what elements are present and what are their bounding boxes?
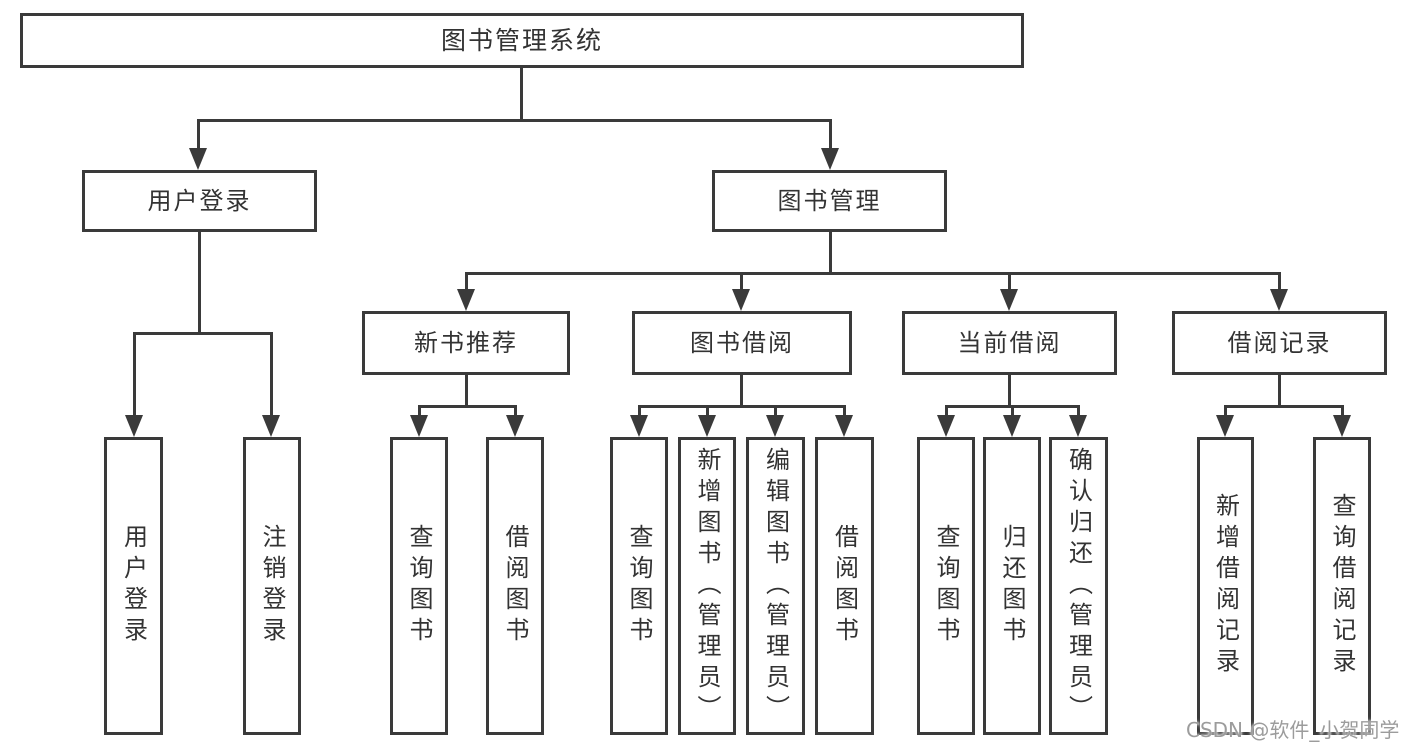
leaf-user-login: 用户登录 [104, 437, 163, 735]
arrow-down-icon [698, 415, 716, 437]
connector-drop [706, 405, 709, 417]
node-root: 图书管理系统 [20, 13, 1024, 68]
leaf-add-books-admin-label: 新增图书（管理员） [693, 446, 721, 726]
leaf-query-books-2: 查询图书 [610, 437, 668, 735]
leaf-user-login-label: 用户登录 [119, 524, 148, 648]
node-current-borrowing-label: 当前借阅 [957, 329, 1062, 357]
node-book-borrowing-label: 图书借阅 [690, 329, 794, 357]
arrow-down-icon [457, 289, 475, 311]
node-user-login: 用户登录 [82, 170, 317, 232]
arrow-down-icon [262, 415, 280, 437]
arrow-down-icon [189, 148, 207, 170]
arrow-down-icon [732, 289, 750, 311]
arrow-down-icon [766, 415, 784, 437]
leaf-edit-books-admin-label: 编辑图书（管理员） [761, 446, 790, 726]
connector-drop-borrow-records [1278, 272, 1281, 290]
leaf-confirm-return-admin: 确认归还（管理员） [1049, 437, 1108, 735]
node-new-book-recommend: 新书推荐 [362, 311, 570, 375]
node-book-management-label: 图书管理 [777, 187, 882, 215]
leaf-query-books-2-label: 查询图书 [625, 524, 653, 648]
connector-drop [1341, 405, 1344, 417]
arrow-down-icon [1003, 415, 1021, 437]
leaf-add-books-admin: 新增图书（管理员） [678, 437, 736, 735]
connector-spread [418, 405, 517, 408]
connector-root-stem [520, 66, 523, 119]
leaf-logout: 注销登录 [243, 437, 301, 735]
connector-stem [1278, 375, 1281, 408]
arrow-down-icon [821, 148, 839, 170]
arrow-down-icon [1216, 415, 1234, 437]
arrow-down-icon [1069, 415, 1087, 437]
node-root-label: 图书管理系统 [440, 26, 603, 55]
connector-drop-user-login [197, 119, 200, 151]
leaf-query-borrow-record-label: 查询借阅记录 [1328, 493, 1356, 679]
connector-drop [1224, 405, 1227, 417]
arrow-down-icon [506, 415, 524, 437]
connector-spread [1224, 405, 1344, 408]
connector-stem [465, 375, 468, 408]
connector-drop [843, 405, 846, 417]
connector-stem [1008, 375, 1011, 408]
connector-drop [638, 405, 641, 417]
leaf-query-books-1: 查询图书 [390, 437, 448, 735]
leaf-borrow-books-2: 借阅图书 [815, 437, 874, 735]
leaf-edit-books-admin: 编辑图书（管理员） [746, 437, 805, 735]
leaf-return-books: 归还图书 [983, 437, 1041, 735]
connector-stem [740, 375, 743, 408]
connector-drop-new-books [465, 272, 468, 290]
connector-drop [774, 405, 777, 417]
leaf-borrow-books-2-label: 借阅图书 [830, 524, 859, 648]
node-borrow-records: 借阅记录 [1172, 311, 1387, 375]
leaf-query-borrow-record: 查询借阅记录 [1313, 437, 1371, 735]
leaf-query-books-3: 查询图书 [917, 437, 975, 735]
connector-drop-login [133, 332, 136, 416]
connector-drop-book-mgmt [829, 119, 832, 151]
connector-drop [418, 405, 421, 417]
csdn-watermark: CSDN @软件_小贺同学 [1186, 718, 1400, 742]
arrow-down-icon [630, 415, 648, 437]
leaf-query-books-3-label: 查询图书 [932, 524, 960, 648]
node-current-borrowing: 当前借阅 [902, 311, 1117, 375]
arrow-down-icon [937, 415, 955, 437]
connector-root-spread [197, 119, 831, 122]
leaf-confirm-return-admin-label: 确认归还（管理员） [1064, 446, 1093, 726]
arrow-down-icon [1333, 415, 1351, 437]
node-user-login-label: 用户登录 [147, 187, 252, 215]
arrow-down-icon [835, 415, 853, 437]
connector-spread [638, 405, 846, 408]
connector-drop [1011, 405, 1014, 417]
connector-book-mgmt-stem [829, 232, 832, 275]
node-new-book-recommend-label: 新书推荐 [414, 329, 518, 357]
connector-drop-logout [270, 332, 273, 416]
connector-drop [514, 405, 517, 417]
connector-user-login-spread [133, 332, 273, 335]
arrow-down-icon [125, 415, 143, 437]
leaf-return-books-label: 归还图书 [998, 524, 1026, 648]
node-borrow-records-label: 借阅记录 [1227, 329, 1332, 357]
node-book-borrowing: 图书借阅 [632, 311, 852, 375]
arrow-down-icon [1000, 289, 1018, 311]
arrow-down-icon [1270, 289, 1288, 311]
connector-book-mgmt-spread [465, 272, 1280, 275]
connector-drop [1077, 405, 1080, 417]
connector-user-login-stem [198, 232, 201, 335]
connector-drop-current-borrow [1008, 272, 1011, 290]
arrow-down-icon [410, 415, 428, 437]
leaf-add-borrow-record-label: 新增借阅记录 [1211, 493, 1240, 679]
leaf-add-borrow-record: 新增借阅记录 [1197, 437, 1254, 735]
leaf-query-books-1-label: 查询图书 [405, 524, 433, 648]
node-book-management: 图书管理 [712, 170, 947, 232]
connector-drop-book-borrow [740, 272, 743, 290]
leaf-borrow-books-1-label: 借阅图书 [501, 524, 529, 648]
leaf-borrow-books-1: 借阅图书 [486, 437, 544, 735]
connector-drop [945, 405, 948, 417]
leaf-logout-label: 注销登录 [258, 524, 286, 648]
